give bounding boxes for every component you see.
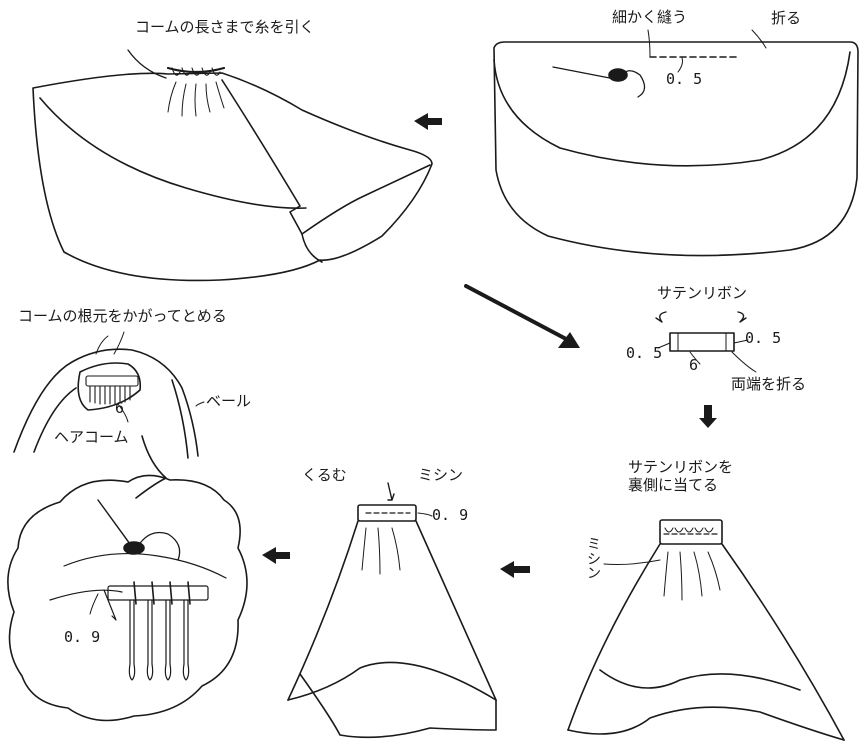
- number-stitch-gap: 0. 5: [666, 70, 703, 88]
- number-fold-left: 0. 5: [626, 344, 663, 362]
- label-ribbon-back: サテンリボンを 裏側に当てる: [628, 458, 734, 494]
- label-satin-ribbon: サテンリボン: [657, 284, 748, 302]
- label-veil: ベール: [206, 392, 252, 410]
- arrow-down: [699, 405, 717, 428]
- number-wrap-seam: 0. 9: [432, 506, 469, 524]
- number-comb-detail-seam: 0. 9: [64, 628, 101, 646]
- label-wrap: くるむ: [302, 466, 347, 484]
- hair-comb-teeth-small: [86, 376, 138, 404]
- label-machine: ミシン: [418, 466, 464, 484]
- label-comb-root: コームの根元をかがってとめる: [18, 307, 227, 325]
- arrow-diagonal: [466, 286, 568, 340]
- number-fold-right: 0. 5: [745, 329, 782, 347]
- satin-ribbon-rect: [670, 333, 734, 351]
- label-sew-finely: 細かく縫う: [612, 8, 688, 26]
- label-fold-both-ends: 両端を折る: [731, 375, 807, 393]
- label-machine-vertical: ミシン: [587, 537, 601, 583]
- hair-comb-detail: [104, 582, 208, 680]
- wrap-arrow: [388, 483, 394, 500]
- hand-sewing-knot: [609, 69, 627, 81]
- hand-large: [124, 542, 144, 554]
- arrow-left-bottom-left: [262, 547, 290, 564]
- pulled-thread: [128, 50, 166, 78]
- label-hair-comb: ヘアコーム: [54, 428, 129, 446]
- fold-arrow-right: [738, 312, 746, 322]
- step-veil-comb-figure: [14, 332, 204, 498]
- label-fold: 折る: [771, 9, 802, 27]
- gathered-waist: [168, 68, 224, 72]
- needle-large: [98, 500, 130, 544]
- needle: [553, 67, 620, 80]
- label-pull-thread: コームの長さまで糸を引く: [135, 18, 315, 36]
- fold-arrow-left: [656, 312, 666, 322]
- detail-bubble-figure: [8, 475, 247, 720]
- step-ribbon-back-figure: [568, 520, 844, 740]
- thread: [621, 71, 645, 97]
- cloud-bubble: [8, 475, 247, 720]
- step-sew-fold-figure: [494, 30, 858, 256]
- arrow-left-bottom-right: [500, 561, 530, 578]
- number-ribbon-length: 6: [689, 356, 699, 374]
- step-ribbon-figure: [656, 312, 756, 372]
- arrow-left-top: [414, 113, 442, 130]
- step-gather-figure: [33, 50, 432, 280]
- step-wrap-figure: [288, 483, 496, 737]
- number-comb-width: 6: [115, 399, 125, 417]
